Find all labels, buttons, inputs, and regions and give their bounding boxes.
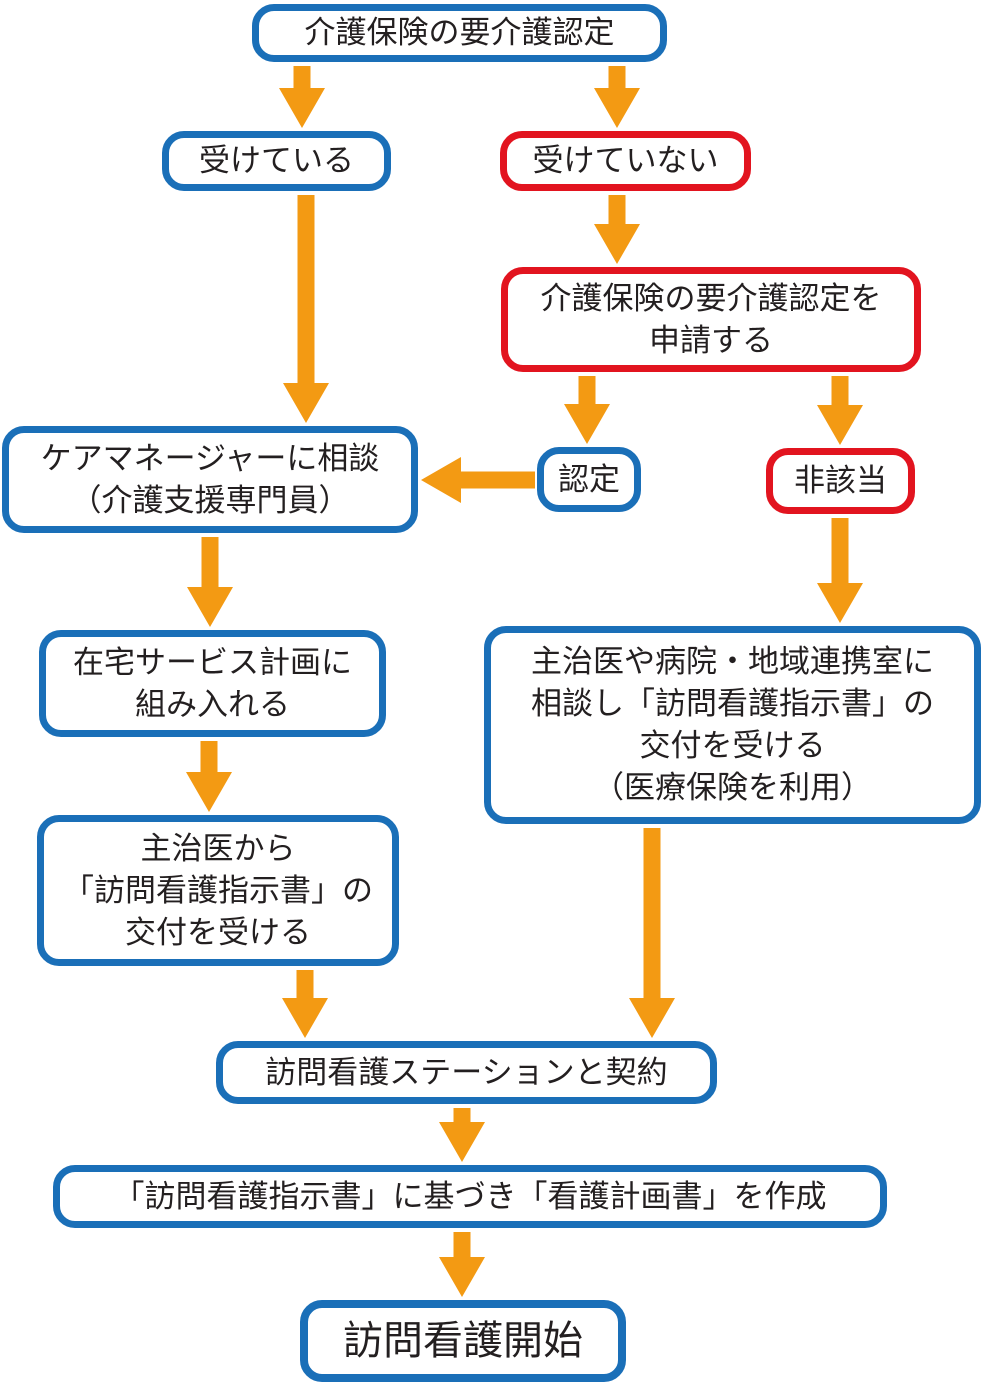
- arrow-service-plan-to-instruction: [186, 741, 232, 812]
- arrow-not-applicable-to-hospital: [817, 518, 863, 623]
- arrow-apply-to-certified: [564, 376, 610, 444]
- node-home-service-plan: 在宅サービス計画に 組み入れる: [39, 630, 386, 737]
- arrow-hospital-to-contract: [629, 828, 675, 1038]
- node-not-receiving: 受けていない: [500, 131, 751, 191]
- node-care-manager-label: ケアマネージャーに相談 （介護支援専門員）: [40, 440, 380, 519]
- arrow-instruction-to-contract: [282, 970, 328, 1038]
- node-not-applicable: 非該当: [766, 448, 915, 514]
- node-apply-certification-label: 介護保険の要介護認定を 申請する: [540, 280, 882, 359]
- node-doctor-instruction-label: 主治医から 「訪問看護指示書」の 交付を受ける: [63, 830, 373, 951]
- node-hospital-consult: 主治医や病院・地域連携室に 相談し「訪問看護指示書」の 交付を受ける （医療保険…: [484, 626, 981, 824]
- arrow-certified-to-care-manager: [421, 457, 535, 503]
- node-start-label: 訪問看護開始: [343, 1318, 583, 1364]
- arrow-care-manager-to-service-plan: [187, 537, 233, 627]
- arrow-receiving-to-care-manager: [283, 195, 329, 423]
- node-apply-certification: 介護保険の要介護認定を 申請する: [501, 267, 921, 372]
- arrow-top-to-receiving: [279, 66, 325, 128]
- arrow-plan-to-start: [439, 1232, 485, 1297]
- node-care-manager: ケアマネージャーに相談 （介護支援専門員）: [2, 426, 418, 533]
- node-receiving: 受けている: [162, 131, 391, 191]
- arrow-apply-to-not-applicable: [817, 376, 863, 445]
- node-home-service-plan-label: 在宅サービス計画に 組み入れる: [73, 644, 352, 723]
- arrow-contract-to-plan: [439, 1108, 485, 1162]
- arrow-top-to-not-receiving: [594, 66, 640, 128]
- node-nursing-plan-label: 「訪問看護指示書」に基づき「看護計画書」を作成: [113, 1178, 827, 1215]
- node-certified-label: 認定: [558, 461, 620, 498]
- arrow-not-receiving-to-apply: [594, 195, 640, 264]
- node-hospital-consult-label: 主治医や病院・地域連携室に 相談し「訪問看護指示書」の 交付を受ける （医療保険…: [531, 644, 934, 806]
- node-contract-label: 訪問看護ステーションと契約: [265, 1054, 668, 1091]
- node-doctor-instruction: 主治医から 「訪問看護指示書」の 交付を受ける: [37, 815, 399, 966]
- node-certified: 認定: [537, 447, 641, 512]
- node-nursing-plan: 「訪問看護指示書」に基づき「看護計画書」を作成: [53, 1165, 887, 1228]
- node-contract: 訪問看護ステーションと契約: [216, 1041, 717, 1104]
- node-care-certification-label: 介護保険の要介護認定: [304, 15, 615, 51]
- node-care-certification: 介護保険の要介護認定: [252, 4, 667, 62]
- node-not-applicable-label: 非該当: [794, 463, 887, 499]
- node-start: 訪問看護開始: [300, 1300, 626, 1382]
- node-receiving-label: 受けている: [199, 143, 354, 179]
- node-not-receiving-label: 受けていない: [532, 143, 719, 179]
